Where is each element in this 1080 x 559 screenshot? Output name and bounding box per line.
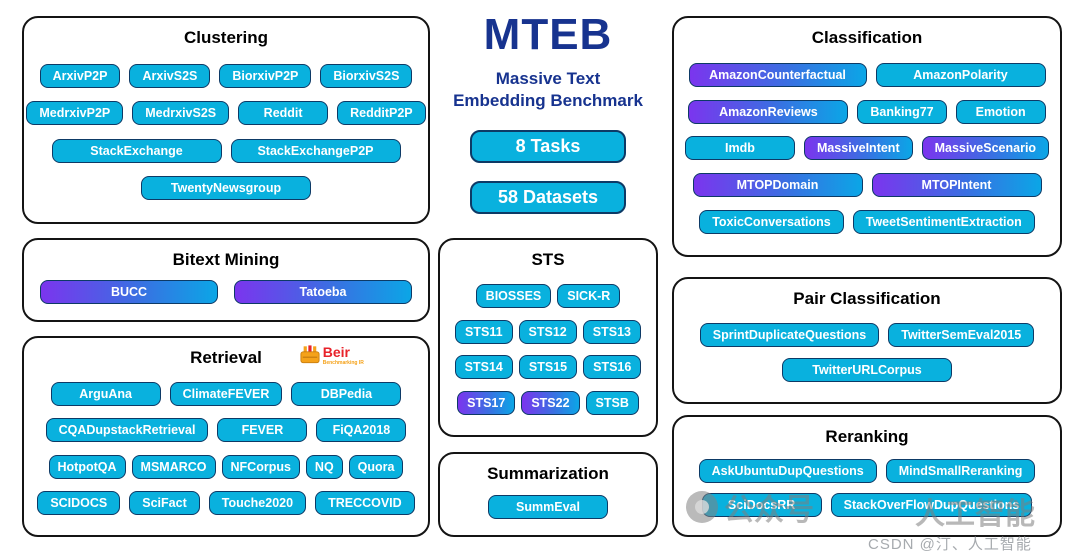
dataset-chip: Emotion bbox=[955, 99, 1046, 124]
dataset-chip: STS13 bbox=[582, 319, 641, 344]
tasks-count-badge: 8 Tasks bbox=[470, 130, 626, 164]
dataset-chip: StackExchange bbox=[51, 138, 222, 163]
dataset-chip: DBPedia bbox=[291, 382, 402, 407]
dataset-chip: MSMARCO bbox=[131, 454, 216, 479]
dataset-chip: AmazonReviews bbox=[688, 99, 849, 124]
dataset-chip: STS14 bbox=[454, 355, 513, 380]
dataset-chip: STS15 bbox=[518, 355, 578, 380]
dataset-chip: Imdb bbox=[684, 136, 795, 161]
clustering-panel: Clustering ArxivP2P ArxivS2S BiorxivP2P … bbox=[22, 16, 430, 224]
dataset-chip: Banking77 bbox=[857, 99, 947, 124]
dataset-chip: STS11 bbox=[455, 319, 513, 344]
watermark-text-3: CSDN @汀、人工智能 bbox=[868, 536, 1032, 553]
dataset-chip: StackExchangeP2P bbox=[230, 138, 401, 163]
dataset-chip: AmazonCounterfactual bbox=[688, 62, 867, 87]
datasets-count-badge: 58 Datasets bbox=[470, 181, 626, 215]
dataset-chip: Tatoeba bbox=[234, 280, 412, 304]
dataset-chip: STSB bbox=[585, 391, 639, 416]
dataset-chip: MassiveScenario bbox=[921, 136, 1050, 161]
dataset-chip: TwitterURLCorpus bbox=[782, 358, 952, 383]
dataset-chip: HotpotQA bbox=[48, 454, 126, 479]
dataset-chip: SprintDuplicateQuestions bbox=[699, 322, 880, 347]
dataset-chip: ArxivP2P bbox=[39, 63, 121, 88]
sts-title: STS bbox=[531, 250, 565, 269]
beir-logo: Beir Benchmarking IR bbox=[300, 345, 364, 366]
classification-panel: Classification AmazonCounterfactual Amaz… bbox=[672, 16, 1062, 257]
mteb-subtitle: Massive Text Embedding Benchmark bbox=[428, 68, 668, 112]
dataset-chip: TwitterSemEval2015 bbox=[888, 322, 1035, 347]
dataset-chip: ClimateFEVER bbox=[169, 382, 283, 407]
retrieval-panel: Retrieval Beir Benchmarking IR ArguAna C… bbox=[22, 336, 430, 537]
dataset-chip: TRECCOVID bbox=[315, 490, 415, 515]
dataset-chip: Touche2020 bbox=[208, 490, 307, 515]
pair-classification-title: Pair Classification bbox=[793, 289, 941, 308]
mteb-subtitle-line2: Embedding Benchmark bbox=[453, 91, 643, 111]
dataset-chip: SciDocsRR bbox=[701, 493, 822, 517]
pair-classification-panel: Pair Classification SprintDuplicateQuest… bbox=[672, 277, 1062, 404]
mteb-header: MTEB Massive Text Embedding Benchmark 8 … bbox=[428, 10, 668, 215]
dataset-chip: STS17 bbox=[457, 391, 516, 416]
beir-logo-tagline: Benchmarking IR bbox=[322, 360, 364, 366]
dataset-chip: BIOSSES bbox=[475, 283, 552, 308]
dataset-chip: Quora bbox=[348, 454, 404, 479]
dataset-chip: Reddit bbox=[238, 101, 329, 126]
dataset-chip: RedditP2P bbox=[337, 101, 426, 126]
dataset-chip: TwentyNewsgroup bbox=[141, 176, 311, 201]
dataset-chip: SICK-R bbox=[557, 283, 621, 308]
dataset-chip: MTOPDomain bbox=[692, 173, 863, 198]
dataset-chip: BiorxivS2S bbox=[320, 63, 413, 88]
mteb-subtitle-line1: Massive Text bbox=[495, 69, 601, 89]
reranking-title: Reranking bbox=[825, 427, 909, 446]
dataset-chip: BUCC bbox=[40, 280, 218, 304]
dataset-chip: CQADupstackRetrieval bbox=[45, 418, 209, 443]
dataset-chip: ArguAna bbox=[50, 382, 161, 407]
dataset-chip: STS22 bbox=[521, 391, 580, 416]
dataset-chip: MTOPIntent bbox=[871, 173, 1042, 198]
mteb-title: MTEB bbox=[483, 10, 613, 59]
bitext-mining-title: Bitext Mining bbox=[172, 250, 280, 269]
retrieval-title: Retrieval bbox=[190, 348, 262, 367]
dataset-chip: MindSmallReranking bbox=[885, 459, 1036, 483]
dataset-chip: NFCorpus bbox=[221, 454, 300, 479]
clustering-title: Clustering bbox=[183, 28, 269, 47]
dataset-chip: ToxicConversations bbox=[699, 210, 844, 235]
summarization-panel: Summarization SummEval bbox=[438, 452, 658, 537]
dataset-chip: StackOverFlowDupQuestions bbox=[830, 493, 1033, 517]
reranking-panel: Reranking AskUbuntuDupQuestions MindSmal… bbox=[672, 415, 1062, 537]
dataset-chip: NQ bbox=[305, 454, 343, 479]
dataset-chip: AskUbuntuDupQuestions bbox=[698, 459, 877, 483]
dataset-chip: MassiveIntent bbox=[803, 136, 913, 161]
beir-logo-text: Beir bbox=[322, 344, 350, 360]
dataset-chip: STS16 bbox=[583, 355, 642, 380]
classification-title: Classification bbox=[811, 28, 923, 47]
dataset-chip: SciFact bbox=[129, 490, 200, 515]
beir-crate-icon bbox=[300, 345, 320, 364]
sts-panel: STS BIOSSES SICK-R STS11 STS12 STS13 STS… bbox=[438, 238, 658, 437]
dataset-chip: ArxivS2S bbox=[129, 63, 211, 88]
dataset-chip: SCIDOCS bbox=[37, 490, 121, 515]
summarization-title: Summarization bbox=[487, 464, 609, 483]
dataset-chip: SummEval bbox=[488, 494, 608, 519]
dataset-chip: MedrxivS2S bbox=[132, 101, 230, 126]
bitext-mining-panel: Bitext Mining BUCC Tatoeba bbox=[22, 238, 430, 322]
dataset-chip: BiorxivP2P bbox=[219, 63, 312, 88]
dataset-chip: MedrxivP2P bbox=[26, 101, 124, 126]
dataset-chip: FiQA2018 bbox=[316, 418, 407, 443]
dataset-chip: FEVER bbox=[217, 418, 308, 443]
dataset-chip: STS12 bbox=[518, 319, 577, 344]
dataset-chip: TweetSentimentExtraction bbox=[852, 210, 1035, 235]
dataset-chip: AmazonPolarity bbox=[875, 62, 1046, 87]
